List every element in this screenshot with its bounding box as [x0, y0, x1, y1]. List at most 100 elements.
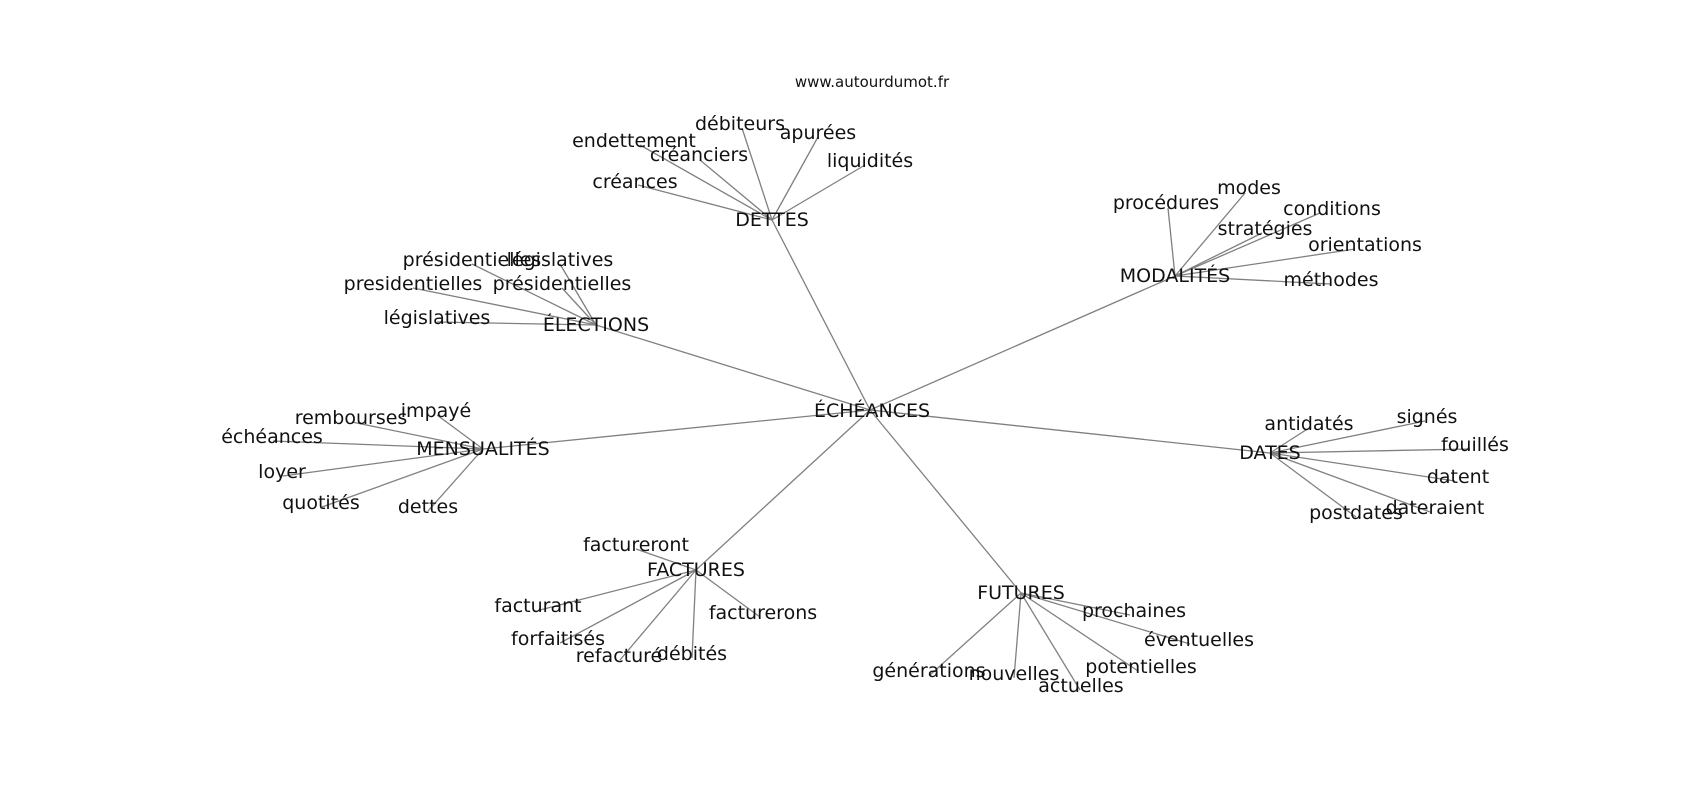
hub-node-label: FUTURES: [977, 582, 1065, 604]
leaf-node-label: conditions: [1283, 198, 1381, 220]
leaf-node-label: factureront: [583, 534, 689, 556]
edge-hub-to-leaf: [1269, 452, 1431, 513]
leaf-node-label: procédures: [1113, 192, 1219, 214]
edge-hub-to-leaf: [741, 127, 773, 221]
edge-hub-to-leaf: [471, 263, 597, 326]
leaf-node-label: présidentielles: [493, 273, 632, 295]
center-node-label: ÉCHÉANCES: [814, 399, 930, 422]
edge-center-to-hub: [482, 409, 871, 450]
edge-hub-to-leaf: [929, 592, 1022, 676]
edge-hub-to-leaf: [1020, 592, 1131, 616]
edge-center-to-hub: [695, 409, 871, 571]
leaf-node-label: potentielles: [1085, 656, 1196, 678]
edge-hub-to-leaf: [771, 136, 819, 221]
leaf-node-label: échéances: [221, 426, 323, 448]
leaf-node-label: nouvelles: [969, 663, 1060, 685]
leaf-node-label: facturant: [494, 595, 581, 617]
hub-node-label: DETTES: [735, 209, 809, 231]
leaf-node-label: dettes: [398, 496, 458, 518]
edge-hub-to-leaf: [1013, 592, 1022, 679]
leaf-node-label: forfaitisés: [511, 628, 605, 650]
edge-hub-to-leaf: [282, 448, 484, 477]
leaf-node-label: liquidités: [827, 150, 913, 172]
leaf-node-label: rembourses: [295, 407, 408, 429]
edge-hub-to-leaf: [559, 569, 697, 644]
leaf-node-label: actuelles: [1038, 675, 1123, 697]
leaf-node-label: orientations: [1308, 234, 1422, 256]
edge-hub-to-leaf: [1174, 248, 1356, 277]
leaf-node-label: prochaines: [1082, 600, 1186, 622]
edge-center-to-hub: [771, 219, 871, 411]
edge-hub-to-leaf: [561, 287, 597, 326]
edge-hub-to-leaf: [1269, 448, 1471, 454]
edge-hub-to-leaf: [1269, 420, 1426, 454]
leaf-node-label: postdates: [1309, 502, 1403, 524]
edge-hub-to-leaf: [771, 164, 866, 221]
leaf-node-label: débiteurs: [695, 113, 785, 135]
edge-hub-to-leaf: [351, 421, 484, 450]
edge-hub-to-leaf: [539, 569, 697, 611]
hub-node-label: ÉLECTIONS: [543, 313, 649, 336]
edge-hub-to-leaf: [1174, 212, 1321, 277]
leaf-node-label: presidentielles: [344, 273, 483, 295]
watermark-text: www.autourdumot.fr: [795, 73, 950, 91]
leaf-node-label: datent: [1427, 466, 1489, 488]
leaf-node-label: apurées: [780, 122, 856, 144]
leaf-node-label: présidentielles: [403, 249, 542, 271]
leaf-node-label: législatives: [507, 249, 614, 271]
edge-hub-to-leaf: [427, 448, 484, 512]
edge-hub-to-leaf: [699, 159, 773, 221]
leaf-node-label: signés: [1397, 406, 1458, 428]
edge-center-to-hub: [869, 409, 1022, 594]
leaf-node-label: méthodes: [1284, 269, 1379, 291]
hub-node-label: MENSUALITÉS: [416, 437, 549, 460]
leaf-node-label: stratégies: [1218, 218, 1313, 240]
edge-hub-to-leaf: [321, 448, 484, 508]
edge-hub-to-leaf: [1020, 592, 1139, 672]
edge-hub-to-leaf: [1167, 207, 1176, 277]
leaf-node-label: endettement: [572, 130, 696, 152]
edge-hub-to-leaf: [1020, 592, 1191, 645]
leaf-node-label: législatives: [384, 307, 491, 329]
leaf-node-label: créances: [592, 171, 677, 193]
leaf-node-label: antidatés: [1264, 413, 1353, 435]
leaf-node-label: dateraient: [1386, 497, 1485, 519]
edge-center-to-hub: [869, 409, 1271, 454]
edge-hub-to-leaf: [1174, 275, 1331, 285]
leaf-node-label: quotités: [282, 492, 360, 514]
graph-edges: [272, 127, 1471, 691]
edge-hub-to-leaf: [637, 184, 773, 221]
leaf-node-label: loyer: [258, 461, 306, 483]
edge-hub-to-leaf: [1020, 592, 1081, 691]
leaf-node-label: facturerons: [709, 602, 817, 624]
edge-hub-to-leaf: [695, 569, 761, 618]
leaf-node-label: impayé: [401, 400, 471, 422]
edge-center-to-hub: [869, 275, 1176, 411]
edge-hub-to-leaf: [1269, 452, 1357, 518]
edge-hub-to-leaf: [691, 569, 697, 659]
edge-hub-to-leaf: [412, 287, 597, 326]
edge-hub-to-leaf: [639, 144, 773, 221]
leaf-node-label: générations: [872, 660, 985, 682]
leaf-node-label: créanciers: [650, 144, 748, 166]
edge-hub-to-leaf: [1174, 192, 1246, 277]
edge-hub-to-leaf: [436, 414, 484, 450]
edge-hub-to-leaf: [635, 548, 697, 571]
leaf-node-label: modes: [1217, 177, 1281, 199]
edge-center-to-hub: [595, 324, 871, 411]
leaf-node-label: refacturé: [576, 645, 662, 667]
edge-hub-to-leaf: [1269, 452, 1456, 482]
edge-hub-to-leaf: [436, 321, 597, 326]
edge-hub-to-leaf: [1269, 427, 1310, 454]
edge-hub-to-leaf: [272, 440, 484, 450]
leaf-node-label: débités: [657, 643, 727, 665]
hub-node-label: MODALITÉS: [1120, 264, 1231, 287]
leaf-node-label: fouillés: [1441, 434, 1509, 456]
edge-hub-to-leaf: [559, 263, 597, 326]
hub-node-label: DATES: [1239, 442, 1301, 464]
edge-hub-to-leaf: [1174, 232, 1263, 277]
edge-hub-to-leaf: [619, 569, 697, 661]
leaf-node-label: éventuelles: [1144, 629, 1254, 651]
